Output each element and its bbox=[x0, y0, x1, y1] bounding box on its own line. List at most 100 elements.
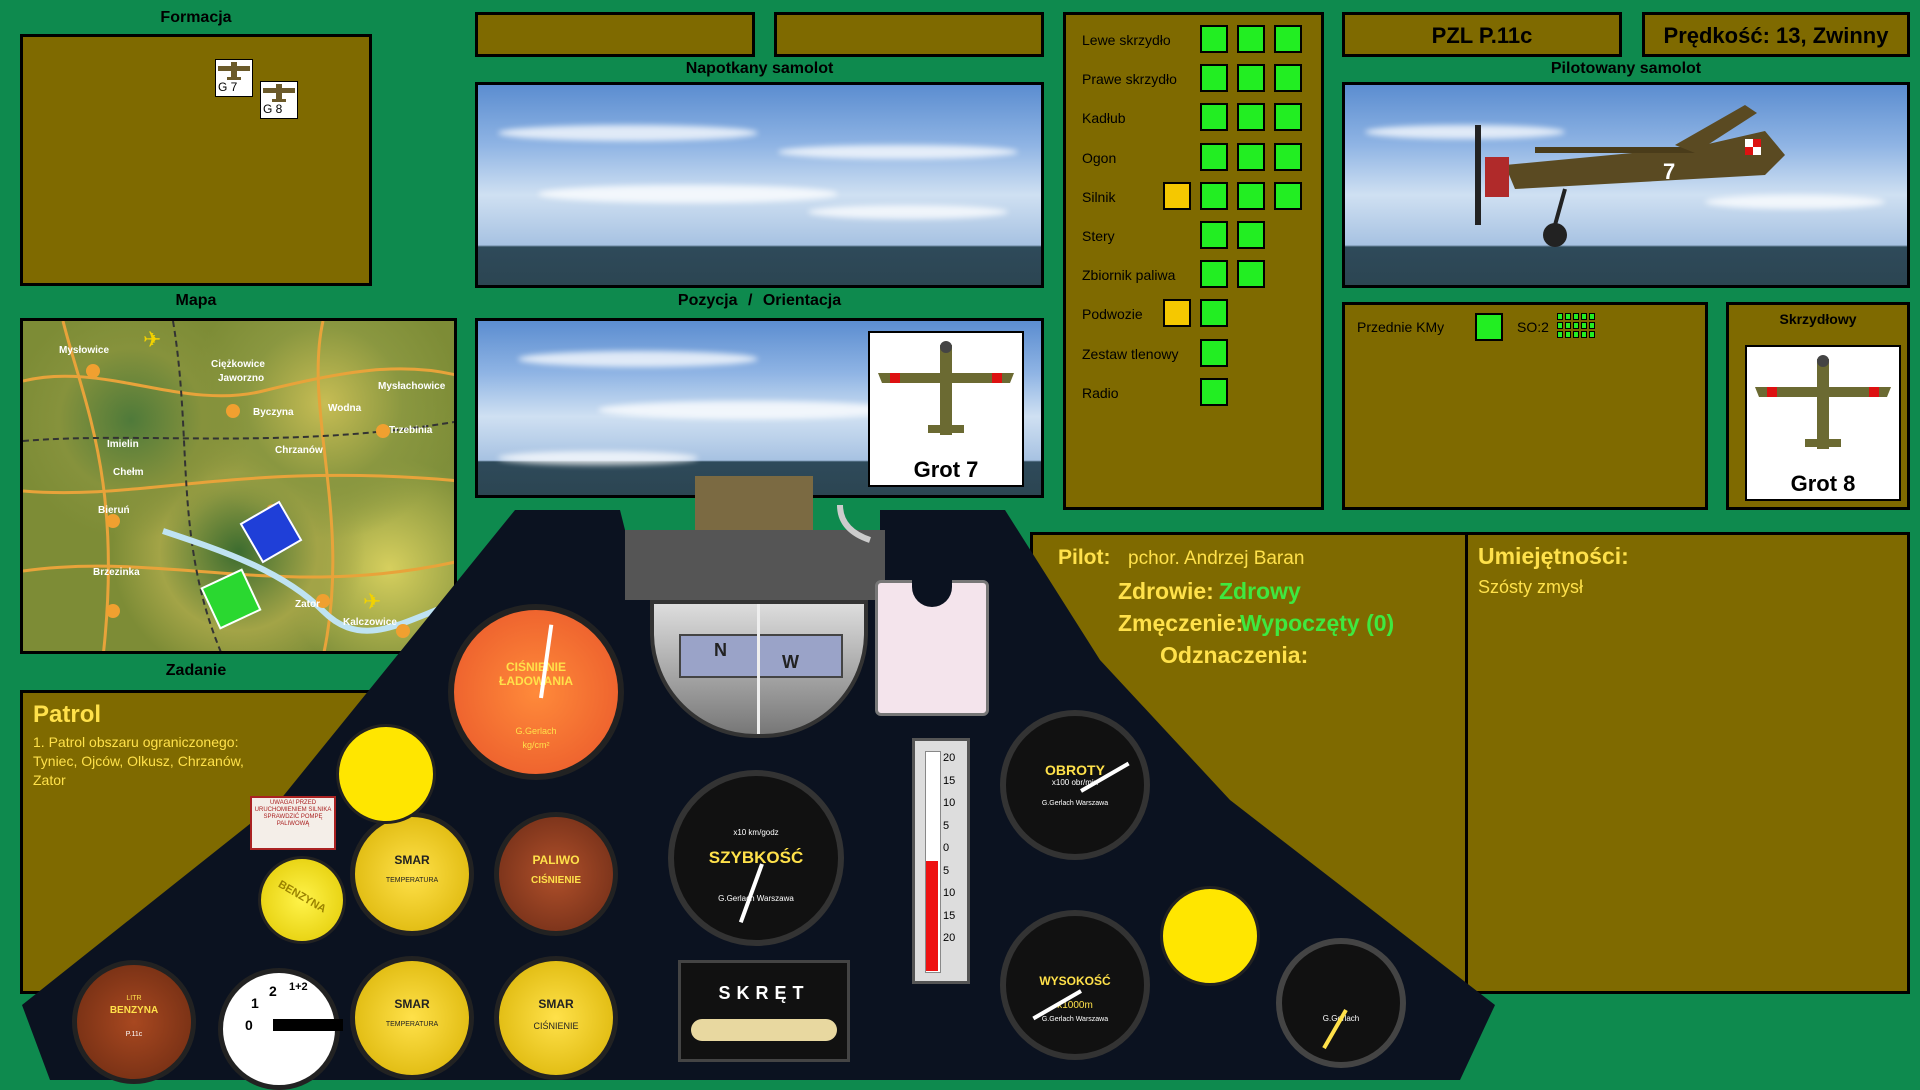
formation-title: Formacja bbox=[160, 9, 232, 26]
pilot-name: pchor. Andrzej Baran bbox=[1128, 548, 1305, 569]
damage-status-box[interactable] bbox=[1200, 377, 1228, 406]
clock-hand bbox=[1322, 1009, 1348, 1050]
damage-status-box[interactable] bbox=[1237, 142, 1265, 171]
gauge-unit: x10 km/godz bbox=[733, 828, 779, 837]
damage-status-box[interactable] bbox=[1274, 25, 1302, 53]
gauge-title: ŁADOWANIA bbox=[499, 674, 573, 688]
damage-status-box[interactable] bbox=[1200, 181, 1228, 210]
gauge-model: P.11c bbox=[125, 1031, 143, 1038]
damage-status-box[interactable] bbox=[1200, 221, 1228, 249]
map-town-label: Ciężkowice bbox=[211, 359, 265, 370]
damage-row-label: Zbiornik paliwa bbox=[1082, 267, 1176, 284]
magneto-selector[interactable]: 0 1 2 1+2 bbox=[218, 968, 343, 1090]
map-town-label: Kalczowice bbox=[343, 617, 397, 628]
weapons-label: Przednie KMy bbox=[1357, 319, 1445, 335]
gauge-unit: kg/cm² bbox=[522, 740, 550, 750]
gauge-title: PALIWO bbox=[532, 853, 580, 867]
throttle-knob[interactable] bbox=[336, 724, 436, 824]
gauge-needle bbox=[738, 863, 764, 923]
damage-status-box[interactable] bbox=[1200, 103, 1228, 132]
gauge-unit: LITR bbox=[126, 995, 142, 1002]
mission-description: 1. Patrol obszaru ograniczonego: Tyniec,… bbox=[33, 734, 244, 788]
health-value: Zdrowy bbox=[1219, 578, 1301, 604]
map-town-label: Mysłachowice bbox=[378, 381, 446, 392]
map-town-label: Chrzanów bbox=[275, 445, 323, 456]
damage-status-box[interactable] bbox=[1237, 25, 1265, 53]
aircraft-speed: Prędkość: 13, Zwinny bbox=[1663, 23, 1889, 48]
mission-title: Zadanie bbox=[165, 662, 227, 679]
weapon-status-indicator[interactable] bbox=[1475, 313, 1503, 341]
ammo-grid bbox=[1557, 313, 1597, 338]
piloted-title: Pilotowany samolot bbox=[1550, 60, 1702, 77]
damage-row-label: Radio bbox=[1082, 384, 1119, 401]
aircraft-speed-box: Prędkość: 13, Zwinny bbox=[1642, 12, 1910, 57]
damage-status-box[interactable] bbox=[1200, 142, 1228, 171]
damage-row-label: Stery bbox=[1082, 228, 1115, 244]
compass: N W bbox=[650, 600, 868, 738]
damage-status-box[interactable] bbox=[1237, 181, 1265, 210]
damage-row-label: Kadłub bbox=[1082, 110, 1126, 127]
damage-status-box[interactable] bbox=[1200, 260, 1228, 289]
damage-row-label: Silnik bbox=[1082, 188, 1116, 205]
damage-row-label: Zestaw tlenowy bbox=[1082, 345, 1179, 362]
damage-status-box[interactable] bbox=[1274, 142, 1302, 171]
gauge-title: SMAR bbox=[394, 853, 430, 867]
encountered-title: Napotkany samolot bbox=[685, 60, 834, 77]
damage-status-box[interactable] bbox=[1237, 260, 1265, 289]
gauge-sub: CIŚNIENIE bbox=[533, 1021, 579, 1031]
gauge-title: BENZYNA bbox=[109, 1005, 159, 1016]
formation-unit-g7[interactable]: G 7 bbox=[215, 59, 253, 97]
piloted-view: 7 bbox=[1342, 82, 1910, 288]
damage-status-box[interactable] bbox=[1163, 299, 1191, 328]
map-town-label: Jaworzno bbox=[218, 373, 265, 384]
trim-knob[interactable] bbox=[1160, 886, 1260, 986]
awards-label: Odznaczenia: bbox=[1160, 642, 1309, 668]
map-town-label: Mysłowice bbox=[59, 345, 110, 356]
turn-indicator: SKRĘT bbox=[678, 960, 850, 1062]
gauge-brand: G.Gerlach Warszawa bbox=[1041, 1016, 1109, 1023]
health-label: Zdrowie: bbox=[1118, 578, 1214, 604]
formation-unit-g8[interactable]: G 8 bbox=[260, 81, 298, 119]
formation-panel: G 7 G 8 bbox=[20, 34, 372, 286]
formation-unit-label: G 7 bbox=[218, 80, 238, 94]
damage-status-box[interactable] bbox=[1200, 299, 1228, 328]
damage-status-box[interactable] bbox=[1200, 64, 1228, 93]
map-town-label: Chełm bbox=[113, 467, 144, 478]
gauge-title: SMAR bbox=[538, 997, 574, 1011]
damage-status-box[interactable] bbox=[1274, 181, 1302, 210]
damage-status-box[interactable] bbox=[1237, 64, 1265, 93]
wingman-panel: Skrzydłowy Grot 8 bbox=[1726, 302, 1910, 510]
damage-status-box[interactable] bbox=[1200, 25, 1228, 53]
map-town-label: Brzezinka bbox=[93, 567, 140, 578]
damage-row-label: Ogon bbox=[1082, 149, 1117, 166]
landing-pressure-gauge: CIŚNIENIE ŁADOWANIA G.Gerlach kg/cm² bbox=[448, 604, 624, 780]
damage-status-box[interactable] bbox=[1237, 103, 1265, 132]
skill-item: Szósty zmysł bbox=[1478, 577, 1584, 597]
wingman-card-label: Grot 8 bbox=[1790, 471, 1856, 496]
encountered-box-2 bbox=[774, 12, 1044, 57]
ammo-label: SO:2 bbox=[1517, 319, 1549, 335]
damage-status-box[interactable] bbox=[1163, 181, 1191, 210]
damage-status-box[interactable] bbox=[1237, 221, 1265, 249]
formation-unit-label: G 8 bbox=[263, 102, 283, 116]
orientation-card[interactable]: Grot 7 bbox=[868, 331, 1024, 487]
encountered-view bbox=[475, 82, 1044, 288]
wingman-card[interactable]: Grot 8 bbox=[1745, 345, 1901, 501]
aircraft-type-box: PZL P.11c bbox=[1342, 12, 1622, 57]
damage-status-box[interactable] bbox=[1274, 64, 1302, 93]
airspeed-gauge: SZYBKOŚĆ x10 km/godz G.Gerlach Warszawa bbox=[668, 770, 844, 946]
gauge-unit: x1000m bbox=[1057, 1000, 1093, 1011]
map-town-label: Byczyna bbox=[253, 407, 294, 418]
plane-icon bbox=[263, 84, 295, 102]
damage-status-box[interactable] bbox=[1200, 338, 1228, 367]
fuel-cap[interactable]: BENZYNA bbox=[258, 856, 346, 944]
gauge-brand: G.Gerlach bbox=[515, 726, 557, 736]
damage-row-label: Lewe skrzydło bbox=[1082, 32, 1171, 48]
map-panel[interactable]: Mysłowice Ciężkowice Jaworzno Mysłachowi… bbox=[20, 318, 457, 654]
gauge-sub: CIŚNIENIE bbox=[530, 875, 581, 886]
gauge-title: CIŚNIENIE bbox=[505, 660, 566, 674]
gauge-sub: TEMPERATURA bbox=[385, 1021, 439, 1028]
damage-status-box[interactable] bbox=[1274, 103, 1302, 132]
map-town-label: Zator bbox=[295, 599, 320, 610]
plane-topview-icon bbox=[878, 341, 1014, 435]
